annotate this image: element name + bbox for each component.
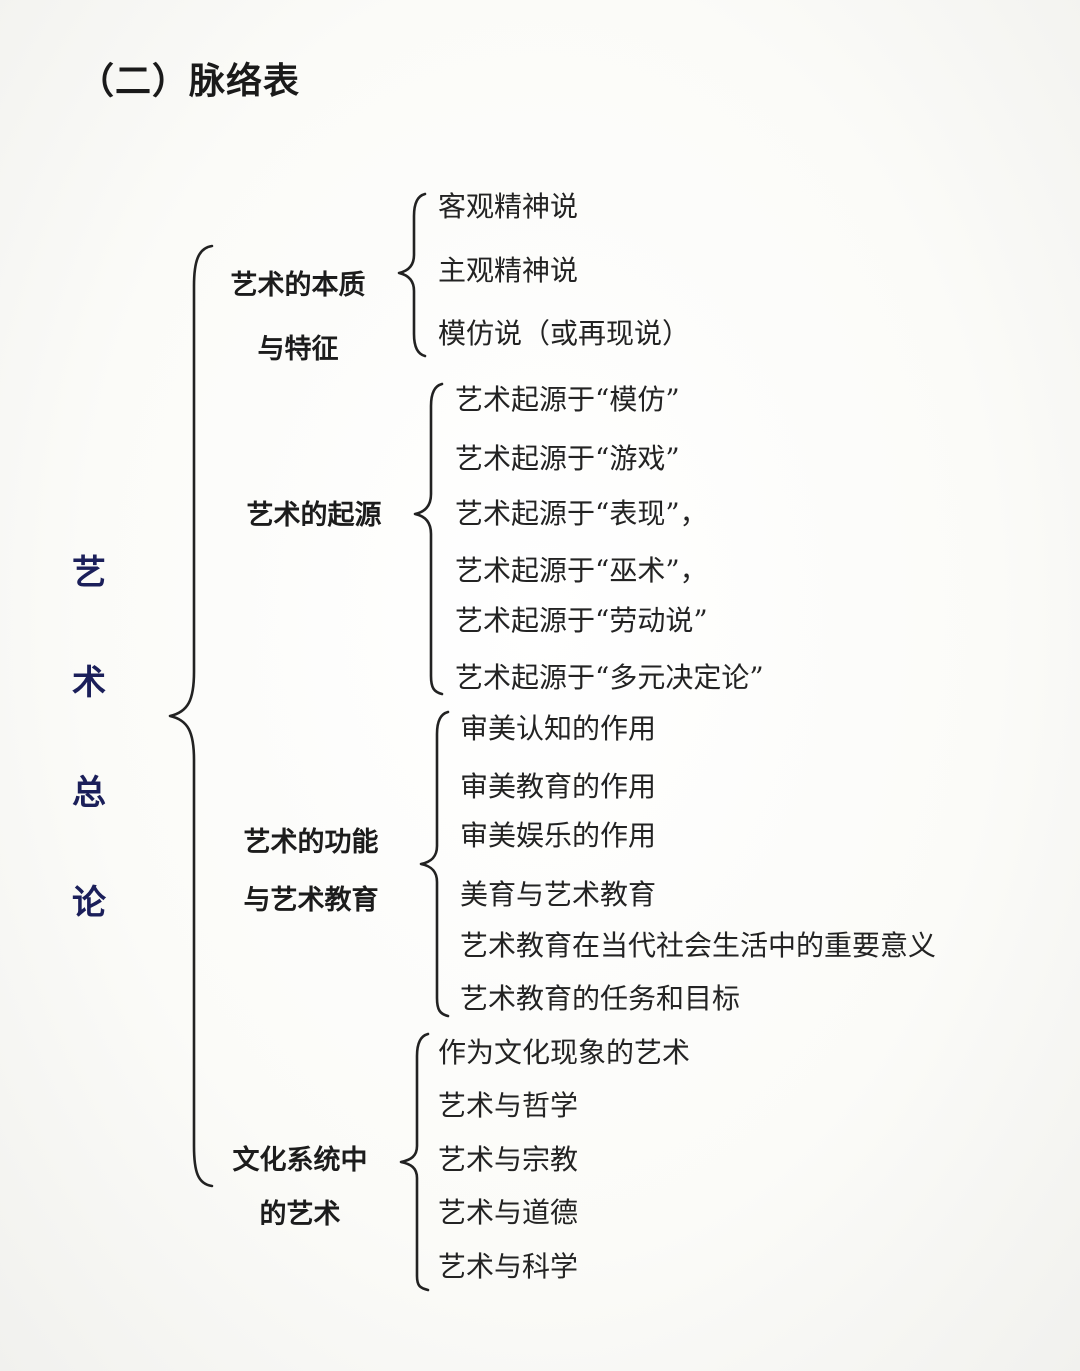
branch-label-line: 与特征 (257, 334, 339, 365)
list-item: 客观精神说 (438, 190, 579, 223)
root-title: 艺 术 总 论 (64, 545, 114, 985)
list-item: 艺术与宗教 (438, 1143, 579, 1176)
root-title-char: 艺 (72, 553, 106, 593)
branch-label-line: 与艺术教育 (243, 885, 379, 916)
branch-brace-1 (397, 192, 427, 358)
branch-brace-4 (399, 1032, 430, 1292)
branch-brace-3 (419, 710, 450, 1018)
branch-brace-2 (413, 382, 444, 696)
list-item: 艺术起源于“巫术”， (455, 554, 708, 587)
list-item: 艺术起源于“劳动说” (455, 604, 708, 637)
list-item: 审美认知的作用 (460, 712, 657, 745)
list-item: 艺术起源于“模仿” (455, 383, 680, 416)
branch-label-essence: 艺术的本质 与特征 (218, 254, 378, 382)
list-item: 艺术与科学 (438, 1250, 579, 1283)
section-heading: （二）脉络表 (78, 61, 301, 102)
root-brace (168, 244, 214, 1188)
list-item: 艺术与哲学 (438, 1089, 579, 1122)
list-item: 作为文化现象的艺术 (438, 1036, 691, 1069)
list-item: 主观精神说 (438, 254, 579, 287)
branch-label-line: 艺术的起源 (246, 500, 382, 531)
branch-label-culture: 文化系统中 的艺术 (218, 1134, 382, 1242)
list-item: 审美娱乐的作用 (460, 819, 657, 852)
list-item: 艺术起源于“多元决定论” (455, 661, 764, 694)
branch-label-function: 艺术的功能 与艺术教育 (228, 814, 394, 930)
list-item: 艺术教育在当代社会生活中的重要意义 (460, 929, 937, 962)
branch-label-line: 的艺术 (259, 1199, 341, 1230)
branch-label-line: 文化系统中 (232, 1145, 368, 1176)
branch-label-origin: 艺术的起源 (234, 496, 394, 536)
list-item: 模仿说（或再现说） (438, 317, 691, 350)
list-item: 艺术起源于“游戏” (455, 442, 680, 475)
list-item: 艺术教育的任务和目标 (460, 982, 741, 1015)
root-title-char: 论 (72, 883, 106, 923)
root-title-char: 术 (72, 663, 106, 703)
branch-label-line: 艺术的本质 (230, 270, 366, 301)
list-item: 审美教育的作用 (460, 770, 657, 803)
list-item: 艺术与道德 (438, 1196, 579, 1229)
list-item: 美育与艺术教育 (460, 878, 657, 911)
list-item: 艺术起源于“表现”， (455, 497, 708, 530)
branch-label-line: 艺术的功能 (243, 827, 379, 858)
root-title-char: 总 (72, 773, 106, 813)
